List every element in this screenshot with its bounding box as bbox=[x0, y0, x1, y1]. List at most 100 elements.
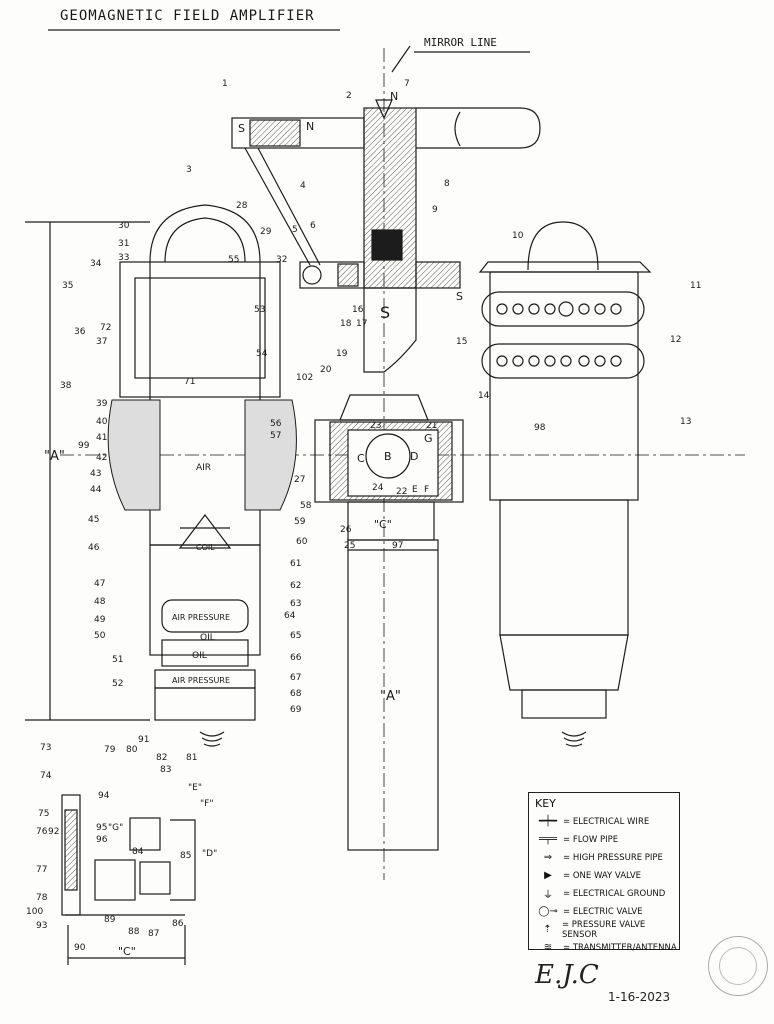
part-number: 62 bbox=[290, 581, 301, 591]
part-number: 89 bbox=[104, 915, 116, 925]
part-number: 2 bbox=[346, 91, 352, 101]
pressure-housing bbox=[149, 544, 261, 656]
key-title: KEY bbox=[535, 797, 556, 810]
right-coil-wrap bbox=[244, 399, 297, 511]
part-number: 34 bbox=[90, 259, 102, 269]
part-number: 67 bbox=[290, 673, 301, 683]
part-number: 87 bbox=[148, 929, 159, 939]
part-number: 60 bbox=[296, 537, 308, 547]
part-number: 51 bbox=[112, 655, 123, 665]
key-rows: ━┿━= ELECTRICAL WIRE═╤═= FLOW PIPE⇒= HIG… bbox=[529, 812, 679, 956]
key-row: ≋= TRANSMITTER/ANTENNA bbox=[529, 938, 679, 956]
key-row: ▶ = ONE WAY VALVE bbox=[529, 866, 679, 884]
electrical-wire-icon: ━┿━ bbox=[538, 816, 558, 827]
one-way-valve-icon: ▶ bbox=[544, 870, 552, 881]
mirror-line-pointer bbox=[391, 45, 411, 73]
part-number: 10 bbox=[512, 231, 524, 241]
part-number: 56 bbox=[270, 419, 282, 429]
upper-port-ring bbox=[481, 291, 645, 327]
part-number: 96 bbox=[96, 835, 108, 845]
part-number: 77 bbox=[36, 865, 47, 875]
key-row: ━┿━ = ELECTRICAL WIRE bbox=[529, 812, 679, 830]
pole-label-n-top: N bbox=[390, 90, 398, 103]
label-f-small: "F" bbox=[200, 799, 213, 809]
part-number: 75 bbox=[38, 809, 49, 819]
north-pole-marker bbox=[375, 99, 393, 120]
lower-s-block bbox=[363, 287, 417, 373]
upper-ports bbox=[496, 301, 622, 317]
mid-wheel bbox=[302, 265, 322, 285]
label-coil: COIL bbox=[196, 543, 215, 552]
dim-a-left: "A" bbox=[44, 449, 65, 464]
part-number: 63 bbox=[290, 599, 301, 609]
coil-1 bbox=[249, 119, 301, 147]
part-number: 58 bbox=[300, 501, 312, 511]
lower-ports bbox=[496, 355, 622, 367]
part-number: 42 bbox=[96, 453, 107, 463]
part-number: 81 bbox=[186, 753, 197, 763]
part-number: 16 bbox=[352, 305, 364, 315]
part-number: 38 bbox=[60, 381, 72, 391]
mirror-line-label: MIRROR LINE bbox=[424, 36, 497, 49]
part-number: 100 bbox=[26, 907, 43, 917]
part-number: 83 bbox=[160, 765, 171, 775]
pole-label-n-mag: N bbox=[306, 120, 314, 133]
part-number: 1 bbox=[222, 79, 228, 89]
key-label: = ELECTRIC VALVE bbox=[563, 906, 643, 917]
part-number: 20 bbox=[320, 365, 332, 375]
part-number: 7 bbox=[404, 79, 410, 89]
flow-pipe-icon: ═╤═ bbox=[538, 834, 558, 845]
key-label: = PRESSURE VALVE SENSOR bbox=[561, 919, 646, 940]
key-label: = ELECTRICAL GROUND bbox=[563, 888, 666, 899]
bottom-box-2 bbox=[129, 817, 161, 851]
part-number: 72 bbox=[100, 323, 111, 333]
part-number: 85 bbox=[180, 851, 191, 861]
label-d-small: "D" bbox=[202, 849, 217, 859]
part-number: 57 bbox=[270, 431, 281, 441]
key-row: ⇒= HIGH PRESSURE PIPE bbox=[529, 848, 679, 866]
part-number: 6 bbox=[310, 221, 316, 231]
bottom-box-3 bbox=[139, 861, 171, 895]
transmitter-antenna-icon bbox=[199, 731, 587, 747]
part-number: 92 bbox=[48, 827, 59, 837]
label-c: C bbox=[357, 452, 365, 465]
part-number: 5 bbox=[292, 225, 298, 235]
dim-c-bottom: "C" bbox=[118, 945, 136, 958]
air-pressure-tank bbox=[161, 599, 249, 633]
right-coil bbox=[415, 261, 461, 289]
signature-date: 1-16-2023 bbox=[608, 990, 671, 1004]
part-number: 36 bbox=[74, 327, 86, 337]
upper-chamber bbox=[119, 261, 281, 398]
part-number: 26 bbox=[340, 525, 352, 535]
key-row: ⇡= PRESSURE VALVE SENSOR bbox=[529, 919, 679, 940]
part-number: 45 bbox=[88, 515, 99, 525]
part-number: 9 bbox=[432, 205, 438, 215]
part-number: 68 bbox=[290, 689, 302, 699]
lower-column bbox=[347, 539, 439, 851]
key-label: = ELECTRICAL WIRE bbox=[563, 816, 650, 827]
label-oil-1: OIL bbox=[192, 651, 207, 661]
coil-cone bbox=[178, 514, 232, 549]
part-number: 21 bbox=[426, 421, 437, 431]
part-number: 29 bbox=[260, 227, 272, 237]
key-label: = ONE WAY VALVE bbox=[563, 870, 642, 881]
part-number: 33 bbox=[118, 253, 129, 263]
dim-a-center: "A" bbox=[380, 689, 401, 704]
part-number: 99 bbox=[78, 441, 90, 451]
part-number: 14 bbox=[478, 391, 490, 401]
part-number: 49 bbox=[94, 615, 106, 625]
part-number: 47 bbox=[94, 579, 105, 589]
part-number: 76 bbox=[36, 827, 48, 837]
signature: E.J.C bbox=[535, 960, 599, 990]
part-number: 88 bbox=[128, 927, 140, 937]
part-number: 90 bbox=[74, 943, 86, 953]
part-number: 12 bbox=[670, 335, 681, 345]
right-base bbox=[521, 689, 607, 719]
part-number: 84 bbox=[132, 847, 144, 857]
right-cap bbox=[478, 261, 652, 273]
magnet-block bbox=[371, 229, 403, 261]
label-b: B bbox=[384, 450, 392, 463]
label-air-pressure-2: AIR PRESSURE bbox=[172, 676, 230, 685]
